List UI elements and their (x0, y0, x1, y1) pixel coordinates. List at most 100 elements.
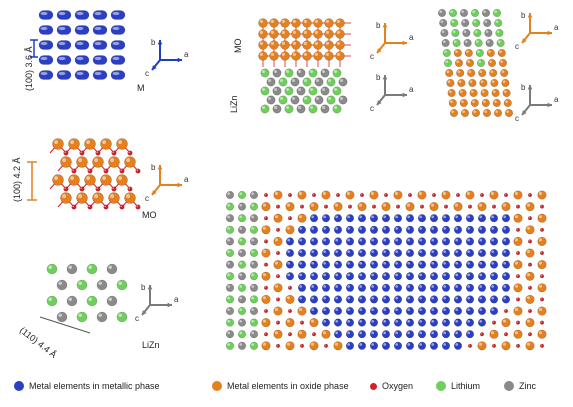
axis-c-label: c (370, 104, 374, 113)
oxygen-atom (503, 332, 509, 337)
atom-highlight (540, 274, 542, 277)
oxide-metal-atom (52, 174, 64, 186)
lithium-atom (284, 86, 294, 96)
atom-highlight (467, 331, 470, 335)
oxide-metal-atom (513, 259, 523, 270)
metal-atom (357, 260, 367, 269)
lithium-atom (86, 295, 98, 307)
oxide-metal-atom (309, 318, 319, 328)
atom-highlight (359, 261, 362, 265)
lithium-atom (332, 68, 342, 78)
atom-highlight (455, 50, 458, 53)
atom-highlight (479, 273, 483, 277)
atom-highlight (251, 215, 254, 219)
oxide-metal-atom (501, 318, 511, 328)
atom-highlight (335, 273, 338, 277)
atom-highlight (347, 227, 350, 230)
lithium-atom (225, 248, 235, 258)
atom-highlight (445, 60, 448, 63)
lithium-atom (237, 190, 247, 200)
atom-highlight (514, 284, 518, 288)
axis-a-arrow-head (547, 30, 552, 36)
atom-highlight (491, 273, 495, 277)
oxygen-atom (275, 274, 281, 279)
atom-highlight (455, 273, 458, 277)
interface-atom (463, 38, 472, 48)
oxygen-atom (275, 227, 281, 232)
interface-atom (437, 8, 447, 18)
atom-highlight (262, 70, 265, 73)
atom-highlight (540, 344, 542, 346)
oxide-metal-atom (333, 202, 343, 212)
oxide-metal-atom (417, 190, 427, 200)
atom-highlight (280, 79, 283, 82)
oxide-metal-atom (261, 248, 271, 258)
interface-atom (492, 98, 501, 108)
atom-highlight (108, 265, 112, 269)
metal-atom (381, 260, 391, 269)
metal-atom (489, 306, 499, 316)
axis-c-arrow-head (377, 100, 382, 105)
lithium-atom (260, 86, 270, 96)
metal-atom (465, 260, 475, 269)
atom-highlight (383, 308, 386, 311)
atom-highlight (251, 331, 254, 335)
metal-atom (38, 70, 54, 80)
atom-highlight (310, 319, 314, 323)
atom-highlight (264, 240, 266, 242)
oxide-metal-atom (291, 18, 301, 28)
axis-c-arrow-head (142, 310, 147, 315)
atom-highlight (94, 194, 98, 198)
atom-highlight (347, 238, 350, 242)
atom-highlight (479, 227, 483, 230)
atom-highlight (276, 321, 278, 323)
oxide-metal-atom (258, 40, 268, 50)
atom-highlight (467, 238, 470, 242)
atom-highlight (94, 26, 102, 31)
atom-highlight (491, 296, 495, 300)
axis-c-label: c (515, 42, 519, 51)
atom-highlight (500, 60, 503, 63)
oxide-metal-atom (313, 29, 323, 39)
oxide-metal-atom (68, 138, 80, 150)
atom-highlight (112, 11, 120, 16)
metal-atom (417, 341, 427, 350)
atom-highlight (276, 251, 278, 253)
atom-highlight (407, 227, 410, 230)
oxygen-atom (263, 332, 269, 337)
interface-atom (502, 88, 511, 98)
oxide-metal-atom (302, 40, 312, 50)
interface-atom (451, 28, 460, 38)
metal-atom (345, 248, 355, 258)
metal-atom (465, 306, 475, 316)
atom-highlight (494, 100, 497, 103)
zinc-atom (249, 330, 259, 339)
atom-highlight (40, 71, 48, 76)
atom-highlight (526, 249, 530, 253)
atom-highlight (479, 238, 483, 242)
metal-atom (345, 295, 355, 304)
atom-highlight (325, 52, 329, 56)
interface-atom (460, 108, 470, 118)
lithium-atom (326, 95, 336, 105)
atom-highlight (259, 41, 263, 45)
metal-atom (477, 248, 487, 258)
atom-highlight (239, 250, 242, 253)
atom-highlight (274, 215, 278, 219)
atom-highlight (468, 70, 472, 73)
oxide-metal-atom (465, 190, 475, 200)
axis-b-label: b (151, 163, 156, 172)
atom-highlight (264, 332, 266, 335)
atom-highlight (491, 80, 495, 83)
oxide-metal-atom (357, 202, 367, 212)
atom-highlight (112, 187, 114, 189)
oxygen-swatch-icon (370, 382, 377, 390)
metal-atom (429, 260, 439, 269)
oxygen-atom (135, 168, 141, 174)
atom-highlight (311, 308, 314, 311)
atom-highlight (80, 187, 82, 189)
metal-atom (309, 295, 319, 304)
atom-highlight (503, 215, 507, 219)
atom-highlight (323, 215, 326, 219)
oxygen-atom (503, 308, 509, 314)
